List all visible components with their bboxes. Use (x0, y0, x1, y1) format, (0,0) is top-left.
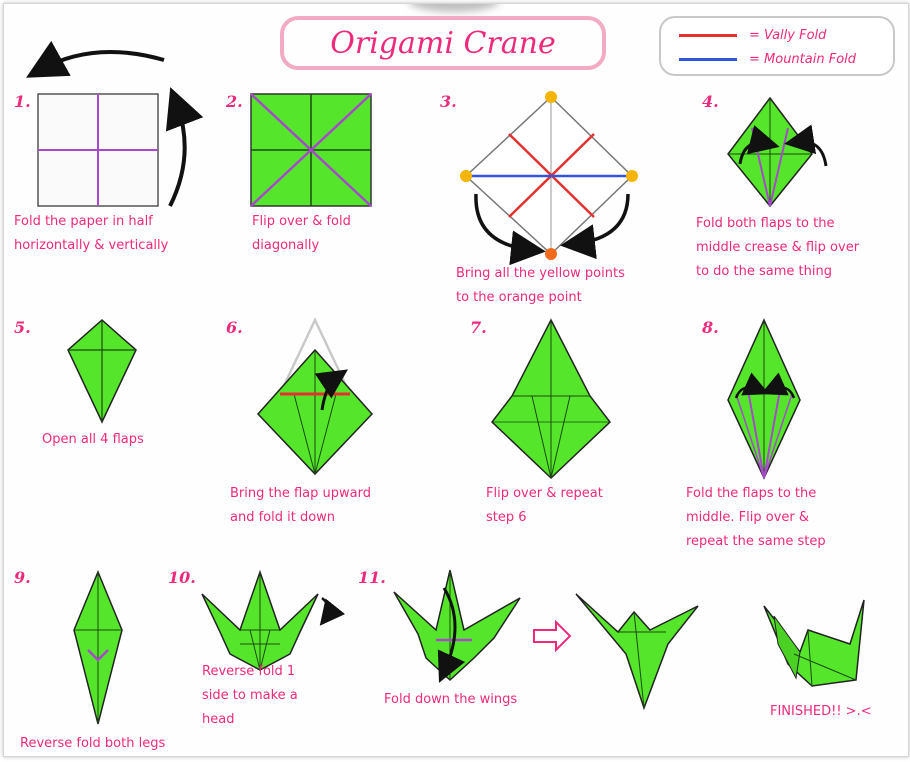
step1-square-illustration (26, 40, 204, 207)
step-9-number: 9. (14, 568, 31, 587)
fold-illustrations (26, 40, 865, 725)
top-shadow-decoration (409, 4, 499, 12)
arrow-icon (760, 372, 796, 399)
diagram-title: Origami Crane (280, 16, 606, 70)
legend-label: = Mountain Fold (749, 51, 857, 67)
finished-caption: FINISHED!! >.< (770, 704, 872, 719)
step-1-number: 1. (14, 92, 31, 111)
arrow-icon (314, 369, 348, 411)
arrow-icon (319, 597, 346, 626)
step-6-caption: Bring the flap upward and fold it down (230, 486, 371, 525)
finished-crane-illustration (763, 599, 865, 687)
step8-illustration (727, 318, 801, 480)
step6-illustration (256, 317, 374, 476)
arrow-icon (560, 193, 630, 260)
next-arrow-icon (533, 619, 572, 653)
step-11-caption: Fold down the wings (384, 692, 518, 707)
step-4-number: 4. (702, 92, 719, 111)
step-7-caption: Flip over & repeat step 6 (486, 486, 603, 525)
legend-item-mountain-fold: = Mountain Fold (679, 49, 856, 69)
step9-illustration (73, 570, 123, 725)
step-5-caption: Open all 4 flaps (42, 432, 144, 447)
title-text: Origami Crane (330, 25, 556, 61)
step-7-number: 7. (470, 318, 487, 337)
arrow-icon (474, 193, 546, 266)
step12-illustration (575, 593, 699, 711)
step-10-caption: Reverse fold 1 side to make a head (202, 664, 298, 727)
step4-diamond-illustration (727, 96, 828, 208)
step-2-number: 2. (226, 92, 243, 111)
arrow-icon (165, 87, 204, 207)
arrow-icon (26, 40, 165, 78)
step3-diamond-illustration (460, 91, 638, 266)
step-3-number: 3. (440, 92, 457, 111)
step-2-caption: Flip over & fold diagonally (252, 214, 351, 253)
step-1-caption: Fold the paper in half horizontally & ve… (14, 214, 169, 253)
arrow-icon (437, 587, 466, 683)
step5-kite-illustration (67, 318, 137, 424)
legend-item-valley-fold: = Vally Fold (679, 25, 826, 45)
step2-square-illustration (250, 93, 372, 207)
arrow-icon (734, 372, 770, 399)
origami-crane-diagram: Origami Crane = Vally Fold = Mountain Fo… (3, 3, 909, 757)
step-8-number: 8. (702, 318, 719, 337)
blue-line-icon (679, 57, 737, 61)
step-4-caption: Fold both flaps to the middle crease & f… (696, 216, 860, 279)
step7-illustration (490, 318, 612, 480)
step-11-number: 11. (358, 568, 386, 587)
arrow-icon (738, 125, 780, 165)
step-6-number: 6. (226, 318, 243, 337)
step-5-number: 5. (14, 318, 31, 337)
step-9-caption: Reverse fold both legs (20, 736, 166, 751)
step-8-caption: Fold the flaps to the middle. Flip over … (686, 486, 826, 549)
legend-label: = Vally Fold (749, 27, 827, 43)
red-line-icon (679, 33, 737, 37)
step10-illustration (201, 569, 346, 671)
fold-legend: = Vally Fold = Mountain Fold (659, 16, 895, 76)
step11-illustration (393, 569, 521, 683)
step-3-caption: Bring all the yellow points to the orang… (456, 266, 625, 305)
arrow-icon (784, 124, 828, 167)
step-10-number: 10. (168, 568, 196, 587)
